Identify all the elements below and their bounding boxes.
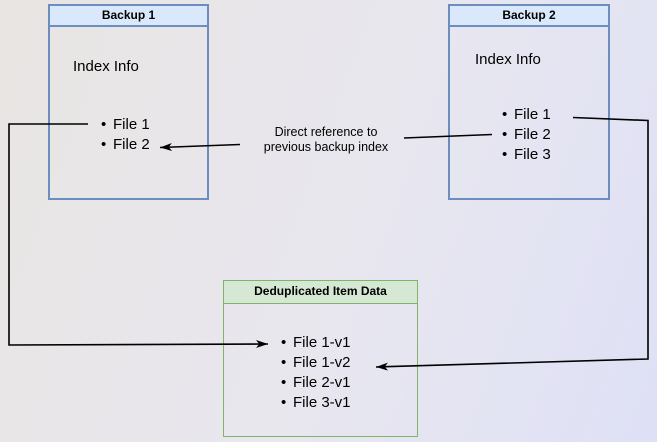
bullet-icon (281, 373, 293, 393)
node-dedup-file-list: File 1-v1 File 1-v2 File 2-v1 File 3-v1 (281, 333, 351, 413)
list-item: File 1 (502, 105, 551, 125)
bullet-icon (281, 333, 293, 353)
list-item-label: File 1-v2 (293, 354, 351, 371)
bullet-icon (281, 393, 293, 413)
list-item: File 2 (101, 135, 150, 155)
node-dedup-header: Deduplicated Item Data (224, 281, 417, 304)
list-item-label: File 1-v1 (293, 334, 351, 351)
node-backup1-header: Backup 1 (50, 6, 207, 27)
list-item: File 2 (502, 125, 551, 145)
list-item-label: File 1 (113, 116, 150, 133)
node-backup1: Backup 1 Index Info File 1 File 2 (48, 4, 209, 200)
bullet-icon (502, 125, 514, 145)
node-backup1-index-info-label: Index Info (73, 58, 139, 75)
list-item: File 1-v2 (281, 353, 351, 373)
node-backup2-header: Backup 2 (450, 6, 608, 27)
bullet-icon (101, 135, 113, 155)
list-item: File 2-v1 (281, 373, 351, 393)
bullet-icon (502, 145, 514, 165)
list-item: File 1-v1 (281, 333, 351, 353)
edge-annotation: Direct reference to previous backup inde… (236, 125, 416, 154)
list-item: File 3 (502, 145, 551, 165)
list-item-label: File 3-v1 (293, 394, 351, 411)
list-item-label: File 2 (514, 126, 551, 143)
bullet-icon (281, 353, 293, 373)
list-item-label: File 2 (113, 136, 150, 153)
list-item-label: File 1 (514, 106, 551, 123)
list-item: File 1 (101, 115, 150, 135)
node-backup2-file-list: File 1 File 2 File 3 (502, 105, 551, 165)
list-item-label: File 2-v1 (293, 374, 351, 391)
node-backup2-title: Backup 2 (502, 8, 556, 22)
node-backup2: Backup 2 Index Info File 1 File 2 File 3 (448, 4, 610, 200)
node-dedup-title: Deduplicated Item Data (254, 284, 387, 298)
edge-annotation-line1: Direct reference to (274, 125, 378, 139)
bullet-icon (502, 105, 514, 125)
list-item: File 3-v1 (281, 393, 351, 413)
node-dedup: Deduplicated Item Data File 1-v1 File 1-… (223, 280, 418, 437)
node-backup1-file-list: File 1 File 2 (101, 115, 150, 155)
edge-annotation-line2: previous backup index (263, 139, 389, 154)
node-backup1-title: Backup 1 (101, 8, 156, 22)
list-item-label: File 3 (514, 146, 551, 163)
node-backup2-index-info-label: Index Info (475, 51, 541, 68)
bullet-icon (101, 115, 113, 135)
